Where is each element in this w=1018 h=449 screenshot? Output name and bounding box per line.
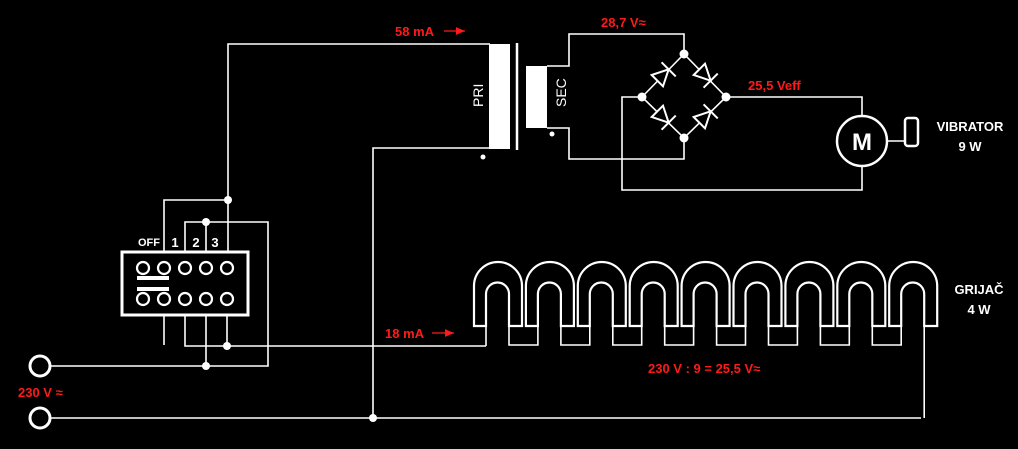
switch-label-2: 2 <box>192 235 199 250</box>
motor-symbol: M <box>852 129 872 156</box>
mains-terminal-live <box>28 354 52 378</box>
wires <box>50 33 921 419</box>
switch-terminal <box>219 260 235 276</box>
heater-element <box>680 260 731 328</box>
primary-current-label: 58 mA <box>395 24 435 39</box>
heater-link <box>871 326 902 346</box>
diode-icon <box>691 61 719 89</box>
vibrator-motor: M VIBRATOR 9 W <box>835 114 1004 168</box>
secondary-voltage-label: 28,7 V≈ <box>601 15 646 30</box>
vibrator-name: VIBRATOR <box>937 119 1004 134</box>
heater-link <box>663 326 695 346</box>
vibrator-weight-icon <box>903 116 920 148</box>
secondary-label: SEC <box>553 78 569 107</box>
rectified-voltage-label: 25,5 Veff <box>748 78 801 93</box>
switch-terminal <box>156 260 172 276</box>
heater-link <box>612 326 643 346</box>
switch-terminal <box>198 291 214 307</box>
heater-element <box>576 260 627 328</box>
switch-terminal <box>177 260 193 276</box>
heater-element <box>628 260 679 328</box>
switch-terminal <box>219 291 235 307</box>
heater-link <box>560 326 591 346</box>
switch-terminal <box>135 291 151 307</box>
diode-icon <box>691 103 719 131</box>
heater-name: GRIJAČ <box>954 282 1004 297</box>
switch-contact-bar <box>137 287 169 291</box>
heater-link <box>715 326 747 346</box>
secondary-polarity-dot <box>549 131 555 137</box>
bridge-rectifier <box>640 52 728 140</box>
primary-label: PRI <box>470 84 486 107</box>
transformer: PRI SEC <box>470 43 569 160</box>
switch-contact-bar <box>137 276 169 280</box>
heater-element <box>836 260 887 328</box>
heater-element <box>784 260 835 328</box>
motor-icon <box>835 114 889 168</box>
switch-label-3: 3 <box>211 235 218 250</box>
heater-current-label: 18 mA <box>385 326 425 341</box>
heater-element <box>472 260 524 328</box>
heater-link <box>819 326 851 346</box>
switch-terminal <box>177 291 193 307</box>
primary-polarity-dot <box>480 154 486 160</box>
heater-power: 4 W <box>967 302 991 317</box>
diode-icon <box>649 61 677 89</box>
mains-voltage-label: 230 V ≈ <box>18 385 63 400</box>
heater-element <box>888 260 939 328</box>
switch-terminal <box>135 260 151 276</box>
mains-terminal-neutral <box>28 406 52 430</box>
heater-element <box>732 260 783 328</box>
heater-element <box>524 260 575 328</box>
heater-link <box>508 326 539 346</box>
heater-calc-label: 230 V : 9 = 25,5 V≈ <box>648 361 760 376</box>
switch-label-off: OFF <box>138 237 160 249</box>
diode-icon <box>649 103 677 131</box>
switch-terminal <box>198 260 214 276</box>
switch-label-1: 1 <box>171 235 178 250</box>
primary-winding <box>489 44 510 149</box>
heater <box>472 260 939 418</box>
vibrator-power: 9 W <box>958 139 982 154</box>
secondary-winding <box>526 66 547 128</box>
switch-terminal <box>156 291 172 307</box>
heater-link <box>767 326 799 346</box>
rotary-switch[interactable]: OFF 1 2 3 <box>120 235 250 317</box>
